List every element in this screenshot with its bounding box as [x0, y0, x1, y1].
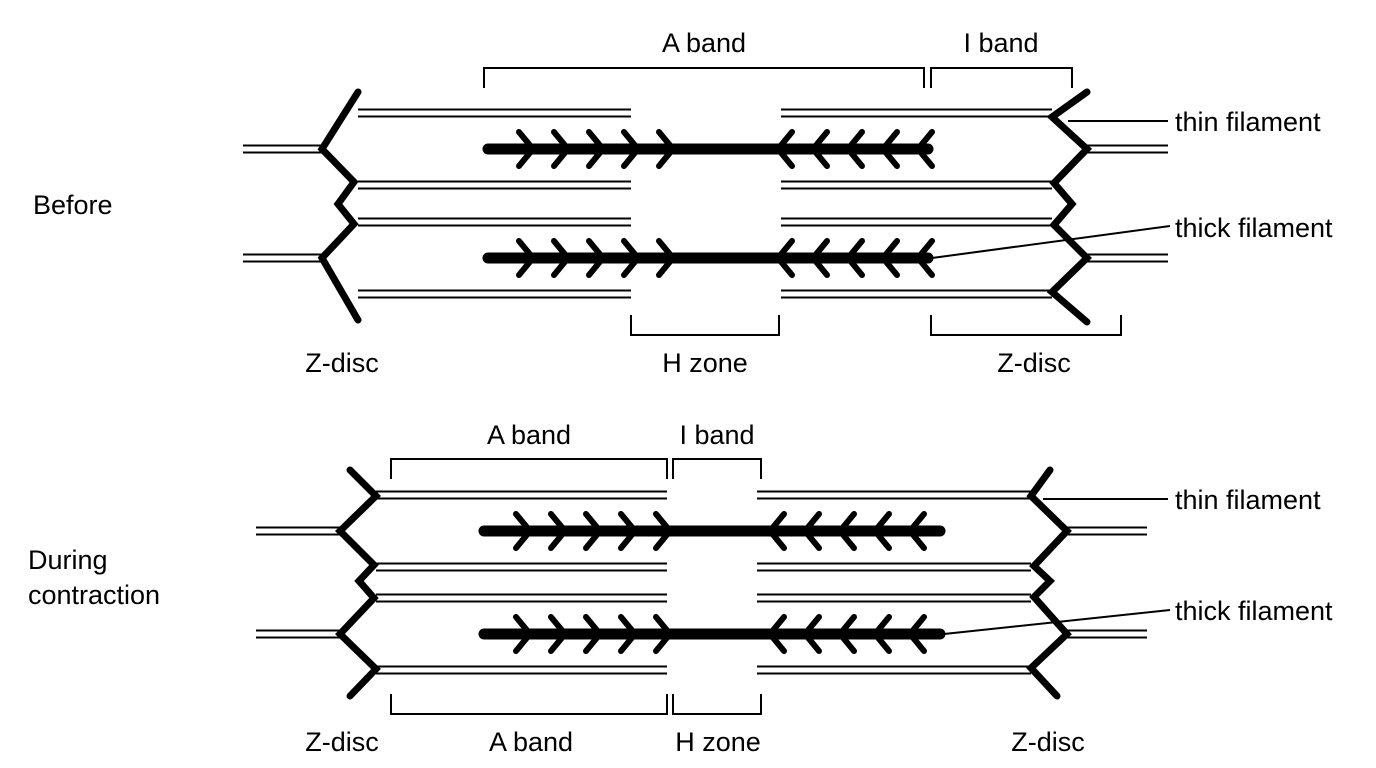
h-zone-label: H zone: [675, 727, 761, 757]
myosin-head: [801, 511, 822, 551]
myosin-head: [871, 614, 892, 654]
before-brackets: [483, 67, 1122, 336]
a-band-bottom-bracket: [390, 694, 668, 715]
myosin-head: [879, 129, 900, 169]
myosin-head: [844, 129, 865, 169]
myosin-head: [836, 511, 857, 551]
a-band-top-label: A band: [487, 420, 571, 450]
myosin-head: [914, 129, 935, 169]
z-disc-left-label: Z-disc: [305, 348, 379, 378]
z-disc-right: [1026, 466, 1072, 700]
contraction-geometry: [256, 466, 1147, 700]
thick-filament-label: thick filament: [1175, 596, 1333, 626]
thick-filament-leader: [931, 225, 1171, 259]
myosin-head: [879, 238, 900, 278]
z-disc-left-label: Z-disc: [305, 727, 379, 757]
before-geometry: [243, 88, 1168, 326]
myosin-head: [621, 238, 642, 278]
myosin-head: [618, 511, 639, 551]
myosin-head: [618, 614, 639, 654]
i-band-bracket: [930, 67, 1073, 88]
myosin-head: [656, 129, 677, 169]
myosin-head: [774, 129, 795, 169]
thin-filament-label: thin filament: [1175, 485, 1321, 515]
myosin-head: [801, 614, 822, 654]
myosin-head: [906, 511, 927, 551]
contraction-leaders: [943, 498, 1171, 635]
z-disc-left: [317, 88, 362, 324]
panel-before: Before A band I band H zone Z-disc Z-dis…: [33, 28, 1333, 378]
myosin-head: [583, 614, 604, 654]
h-zone-bracket: [630, 315, 780, 336]
myosin-head: [513, 511, 534, 551]
myosin-head: [653, 511, 674, 551]
myosin-head: [906, 614, 927, 654]
thick-filament-leader: [943, 609, 1171, 635]
myosin-head: [548, 511, 569, 551]
myosin-head: [914, 238, 935, 278]
myosin-head: [583, 511, 604, 551]
h-zone-label: H zone: [662, 348, 748, 378]
panel-contraction: During contraction A band I band A band …: [28, 420, 1333, 757]
thick-filament-label: thick filament: [1175, 213, 1333, 243]
i-band-bracket: [672, 458, 762, 479]
myosin-head: [836, 614, 857, 654]
myosin-head: [621, 129, 642, 169]
myosin-head: [844, 238, 865, 278]
myosin-head: [653, 614, 674, 654]
myosin-head: [871, 511, 892, 551]
a-band-bottom-label: A band: [489, 727, 573, 757]
a-band-top-bracket: [390, 458, 668, 479]
z-disc-left: [335, 466, 381, 700]
contraction-brackets: [390, 458, 762, 715]
a-band-label: A band: [662, 28, 746, 58]
state-label-contraction: contraction: [28, 580, 160, 610]
i-band-label: I band: [963, 28, 1038, 58]
myosin-head: [766, 614, 787, 654]
myosin-head: [516, 129, 537, 169]
myosin-head: [551, 129, 572, 169]
thin-filament-label: thin filament: [1175, 107, 1321, 137]
before-leaders: [931, 120, 1171, 259]
myosin-head: [586, 129, 607, 169]
state-label-before: Before: [33, 190, 113, 220]
myosin-head: [656, 238, 677, 278]
myosin-head: [774, 238, 795, 278]
z-disc-right-label: Z-disc: [997, 348, 1071, 378]
state-label-during: During: [28, 545, 108, 575]
h-zone-bracket: [672, 694, 762, 715]
myosin-head: [516, 238, 537, 278]
z-disc-right-label: Z-disc: [1011, 727, 1085, 757]
myosin-head: [513, 614, 534, 654]
a-band-bracket: [483, 67, 925, 88]
i-band-label: I band: [679, 420, 754, 450]
myosin-head: [766, 511, 787, 551]
z-disc-right: [1046, 88, 1093, 326]
myosin-head: [551, 238, 572, 278]
myosin-head: [586, 238, 607, 278]
myosin-head: [809, 238, 830, 278]
myosin-head: [548, 614, 569, 654]
myosin-head: [809, 129, 830, 169]
z-disc-bracket: [930, 315, 1122, 336]
